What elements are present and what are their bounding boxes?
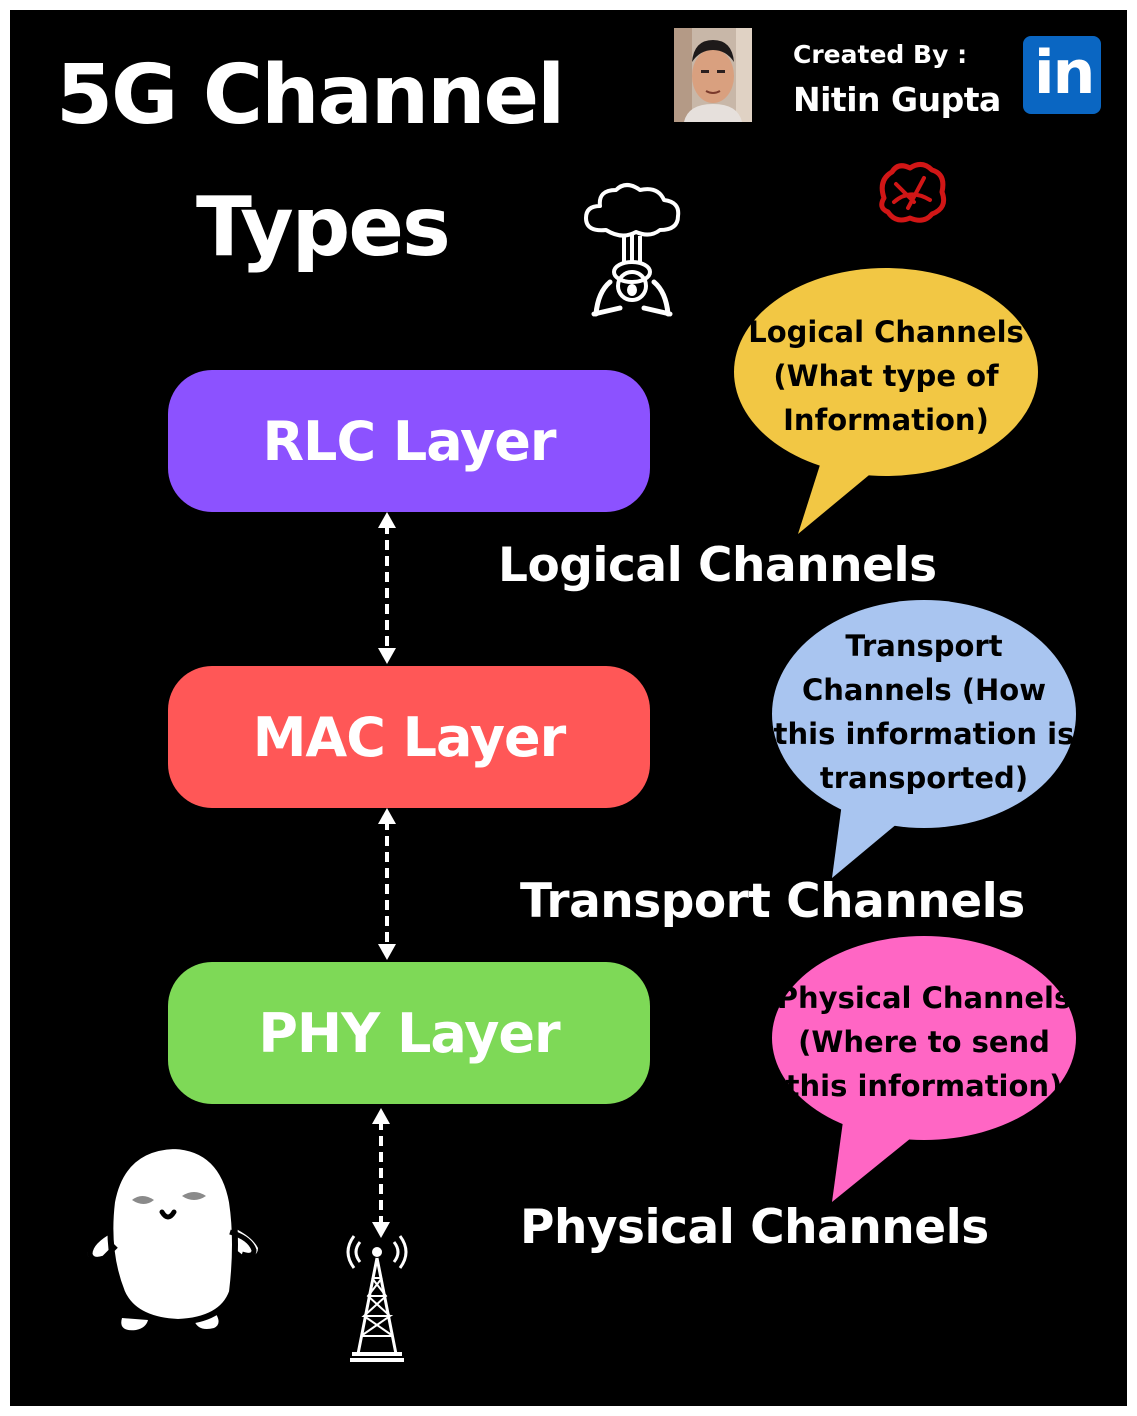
double-arrow-icon: [378, 512, 396, 664]
created-by-label: Created By :: [793, 40, 968, 69]
logical-bubble-text: Logical Channels (What type of Informati…: [734, 310, 1038, 442]
physical-channels-label: Physical Channels: [520, 1200, 989, 1255]
author-photo: [674, 28, 752, 122]
bubble-line: (What type of: [773, 359, 999, 393]
infographic-canvas: 5G Channel Types Created By : Nitin Gupt…: [10, 10, 1127, 1406]
double-arrow-icon: [372, 1108, 390, 1238]
author-photo-graphic: [674, 28, 752, 122]
bubble-line: transported): [819, 761, 1029, 795]
title-line-2: Types: [196, 180, 451, 275]
bubble-line: Physical Channels: [776, 981, 1072, 1015]
bubble-line: Transport: [845, 629, 1003, 663]
bubble-line: Logical Channels: [748, 315, 1024, 349]
rlc-layer-box: RLC Layer: [168, 370, 650, 512]
bubble-line: Information): [783, 403, 989, 437]
linkedin-icon-text: in: [1034, 38, 1095, 108]
mind-blown-icon: [584, 183, 681, 317]
mac-layer-box: MAC Layer: [168, 666, 650, 808]
logical-channels-label: Logical Channels: [498, 538, 937, 593]
linkedin-icon[interactable]: in: [1023, 36, 1101, 114]
transport-speech-bubble: [772, 600, 1076, 878]
title-line-1: 5G Channel: [56, 48, 565, 143]
bubble-line: (Where to send: [798, 1025, 1050, 1059]
bubble-line: this information is: [773, 717, 1075, 751]
bubble-line: this information): [785, 1069, 1063, 1103]
bubble-line: Channels (How: [802, 673, 1046, 707]
penguin-icon: [87, 1142, 258, 1331]
physical-bubble-text: Physical Channels (Where to send this in…: [770, 976, 1078, 1108]
transport-bubble-text: Transport Channels (How this information…: [770, 624, 1078, 800]
transport-channels-label: Transport Channels: [520, 874, 1025, 929]
author-name: Nitin Gupta: [793, 80, 1001, 119]
phy-layer-box: PHY Layer: [168, 962, 650, 1104]
double-arrow-icon: [378, 808, 396, 960]
physical-speech-bubble: [772, 936, 1076, 1202]
cell-tower-icon: [346, 1235, 408, 1362]
red-doodle-icon: [879, 162, 947, 223]
logical-speech-bubble: [734, 268, 1038, 534]
